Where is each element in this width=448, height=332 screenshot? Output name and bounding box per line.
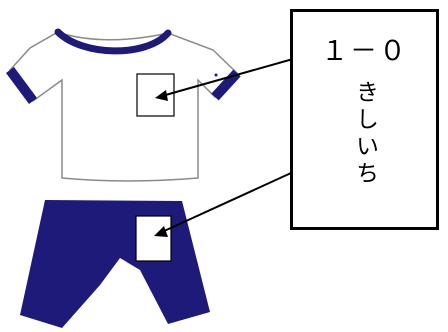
t-shirt-left-cuff (5, 67, 38, 104)
shorts (20, 200, 210, 328)
class-number: １－０ (321, 36, 408, 67)
arrow-to-shirt (155, 56, 301, 101)
name-label-card: １－０ きしいち (290, 9, 439, 230)
t-shirt (5, 28, 241, 182)
t-shirt-body (9, 31, 239, 182)
t-shirt-right-cuff (211, 69, 241, 101)
shorts-name-patch (135, 215, 172, 262)
shorts-body (20, 200, 210, 328)
student-name: きしいち (351, 80, 378, 188)
t-shirt-dot (214, 73, 218, 77)
t-shirt-collar (54, 28, 172, 55)
